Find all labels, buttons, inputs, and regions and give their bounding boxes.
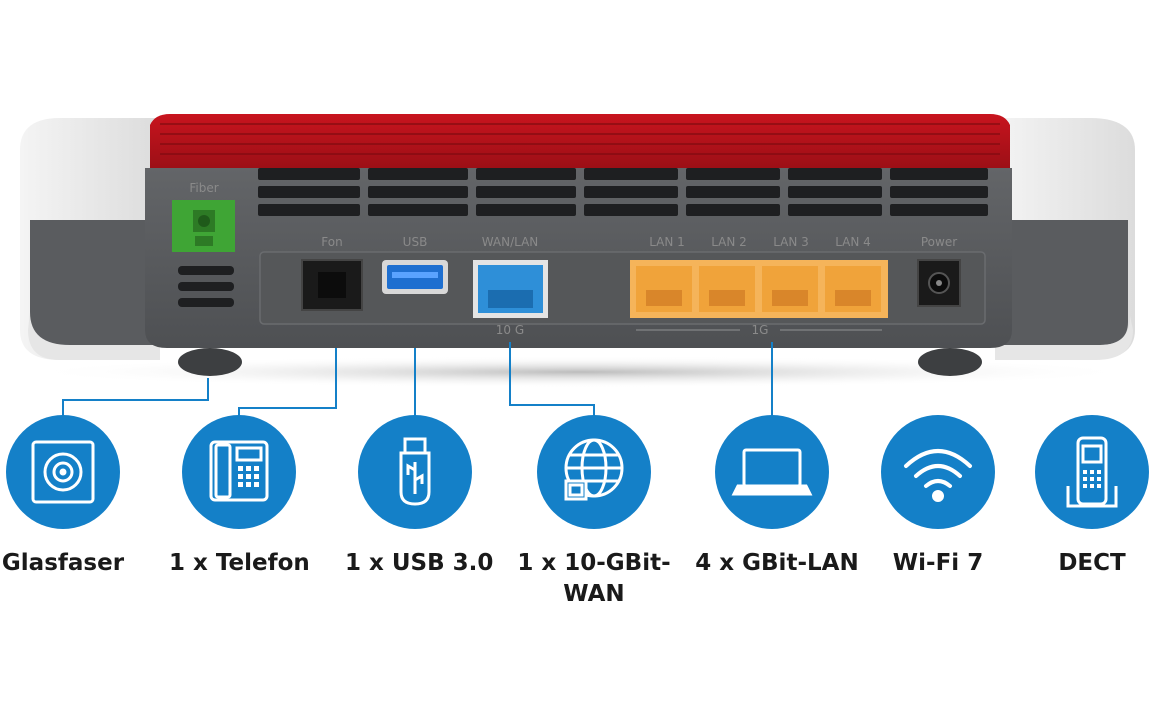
label-wan-lan: WAN/LAN — [482, 235, 539, 249]
label-lan2: LAN 2 — [711, 235, 747, 249]
fiber-port — [172, 200, 235, 252]
left-white-base — [28, 312, 160, 360]
fon-port — [301, 259, 363, 311]
right-foot — [918, 348, 982, 376]
label-speed-lan: 1G — [752, 323, 769, 337]
laptop-icon — [731, 448, 813, 496]
feature-circle-phone — [182, 415, 296, 529]
caption-telefon: 1 x Telefon — [169, 550, 310, 576]
feature-circle-laptop — [715, 415, 829, 529]
red-top-shell — [150, 114, 1010, 168]
left-grey-wing — [30, 220, 160, 345]
dect-icon — [1066, 436, 1118, 508]
left-vents — [178, 266, 234, 307]
wifi-icon — [904, 449, 972, 502]
red-ridges — [160, 123, 1000, 155]
label-power: Power — [921, 235, 957, 249]
caption-lan: 4 x GBit-LAN — [695, 550, 859, 576]
feature-circle-globe — [537, 415, 651, 529]
label-lan1: LAN 1 — [649, 235, 685, 249]
globe-icon — [564, 438, 624, 501]
feature-circle-wifi — [881, 415, 995, 529]
lan-port-2 — [699, 266, 755, 312]
right-grey-wing — [995, 220, 1128, 345]
vent-grid — [258, 168, 988, 216]
wan-port — [473, 260, 548, 318]
connector-lines — [62, 342, 773, 418]
caption-usb: 1 x USB 3.0 — [345, 550, 494, 576]
caption-wan-line1: 1 x 10-GBit- — [517, 550, 671, 576]
usb-icon — [399, 437, 431, 506]
right-white-base — [995, 316, 1133, 360]
label-fon: Fon — [321, 235, 342, 249]
usb-port — [382, 260, 448, 294]
left-foot — [178, 348, 242, 376]
label-lan3: LAN 3 — [773, 235, 809, 249]
label-lan4: LAN 4 — [835, 235, 871, 249]
fiber-icon — [31, 440, 95, 504]
label-usb: USB — [403, 235, 428, 249]
phone-icon — [209, 440, 269, 502]
caption-wan-line2: WAN — [563, 581, 625, 607]
caption-dect: DECT — [1058, 550, 1126, 576]
caption-wifi: Wi-Fi 7 — [892, 550, 984, 576]
label-fiber: Fiber — [189, 181, 218, 195]
caption-glasfaser: Glasfaser — [1, 550, 125, 576]
lan-port-3 — [762, 266, 818, 312]
floor-shadow — [20, 356, 1140, 388]
label-speed-wan: 10 G — [496, 323, 524, 337]
lan-port-4 — [825, 266, 881, 312]
lan-port-1 — [636, 266, 692, 312]
power-port — [917, 259, 961, 307]
